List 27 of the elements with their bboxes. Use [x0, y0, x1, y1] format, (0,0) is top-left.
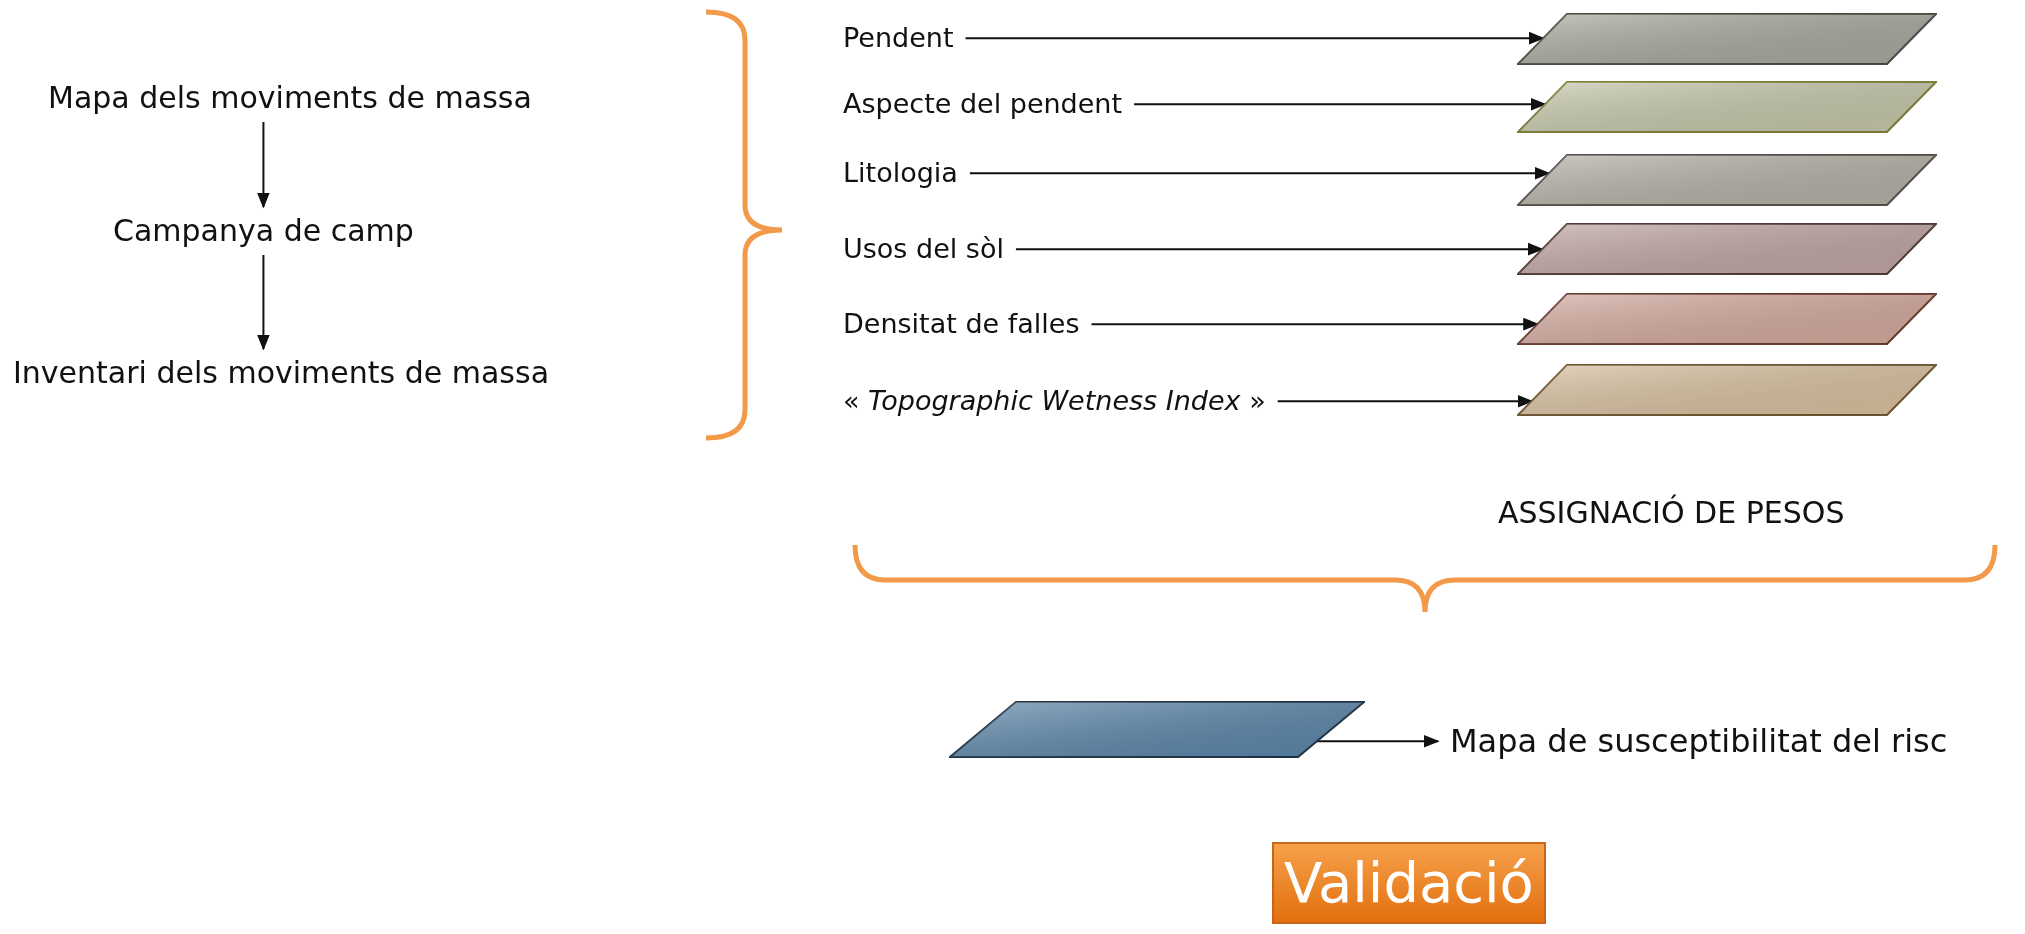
arrow: [964, 31, 1545, 45]
arrow: [1316, 734, 1440, 748]
step-label: Usos del sòl: [843, 233, 1004, 266]
step-label: Mapa de susceptibilitat del risc: [1450, 722, 1948, 761]
step-label: Litologia: [843, 157, 958, 190]
arrow: [1014, 242, 1544, 256]
map-layer: [1517, 293, 1937, 345]
arrow: [1276, 394, 1534, 408]
map-layer: [1517, 13, 1937, 65]
arrow: [257, 254, 270, 351]
arrow: [1090, 317, 1540, 331]
step-label: « Topographic Wetness Index »: [843, 385, 1266, 418]
map-layer: [1517, 81, 1937, 133]
map-layer: [949, 701, 1365, 758]
step-label: Campanya de camp: [113, 213, 414, 249]
step-box: Validació: [1272, 842, 1546, 924]
step-label: Pendent: [843, 22, 954, 55]
step-label: Densitat de falles: [843, 308, 1080, 341]
step-label: Aspecte del pendent: [843, 88, 1123, 121]
map-layer: [1517, 364, 1937, 416]
section-heading: ASSIGNACIÓ DE PESOS: [1498, 495, 1845, 531]
arrow: [257, 121, 270, 209]
arrow: [968, 166, 1551, 180]
map-layer: [1517, 154, 1937, 206]
step-label: Inventari dels moviments de massa: [13, 355, 549, 391]
step-label: Mapa dels moviments de massa: [48, 80, 532, 116]
map-layer: [1517, 223, 1937, 275]
